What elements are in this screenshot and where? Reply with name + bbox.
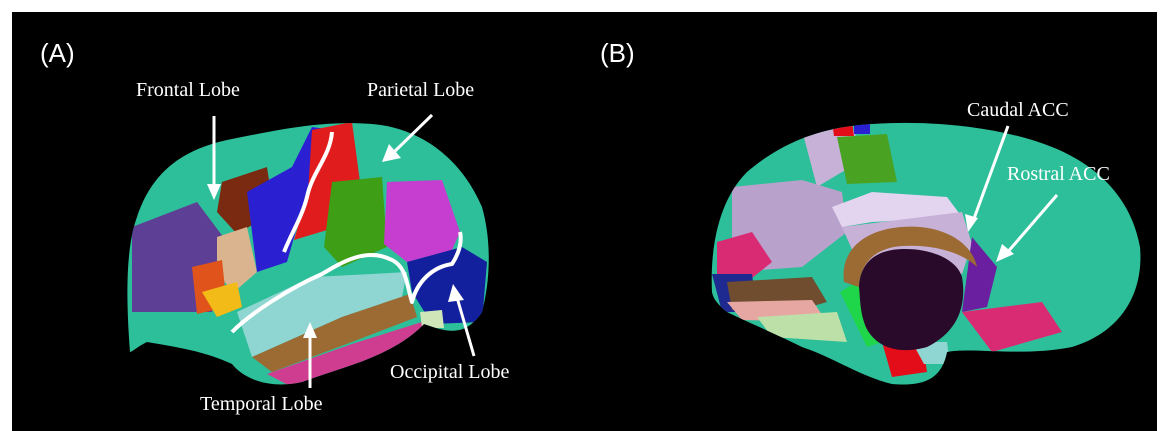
parietal-lobe-label: Parietal Lobe [367,79,474,101]
brain-figure: (A) (B) Frontal Lobe Parietal Lobe Tempo… [12,12,1157,431]
medial-green-region [837,134,897,184]
parahippocampal-pale-region [757,312,847,342]
figure-canvas: (A) (B) Frontal Lobe Parietal Lobe Tempo… [12,12,1157,431]
rostral-acc-label: Rostral ACC [1007,163,1110,185]
top-red-patch [832,122,854,136]
lateral-brain [127,122,488,387]
caudal-acc-label: Caudal ACC [967,99,1069,121]
panel-label-a: (A) [40,38,75,68]
medial-brain [712,122,1141,385]
occipital-pale-region [420,310,444,328]
panel-label-b: (B) [600,38,635,68]
occipital-lobe-label: Occipital Lobe [390,361,510,383]
top-blue-patch [854,122,870,134]
temporal-lobe-label: Temporal Lobe [200,393,323,415]
frontal-lobe-label: Frontal Lobe [136,79,240,101]
